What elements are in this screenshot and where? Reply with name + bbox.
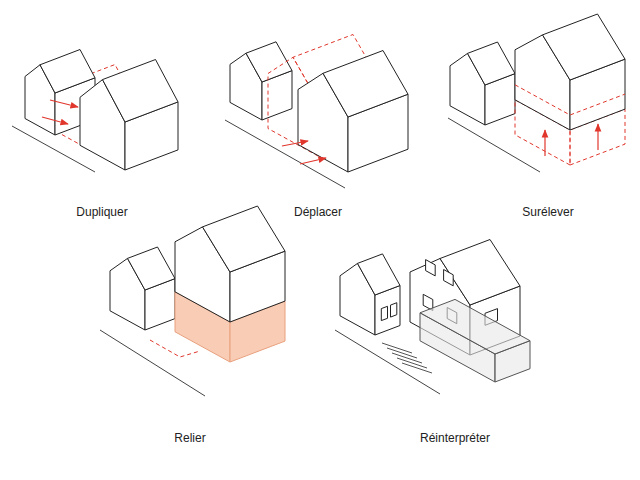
house (203, 206, 286, 272)
house (543, 14, 626, 80)
house (246, 42, 292, 82)
window (391, 303, 397, 317)
house (128, 247, 176, 290)
window (444, 270, 454, 286)
house (440, 240, 520, 306)
red-arrow (282, 141, 308, 146)
window (426, 260, 436, 276)
stair-step (402, 363, 432, 373)
house (103, 60, 179, 123)
house (468, 42, 516, 85)
house (40, 50, 95, 94)
caption-label: Surélever (522, 205, 573, 219)
house (323, 51, 408, 118)
caption-label: Relier (174, 431, 205, 445)
former-roofline (515, 85, 625, 115)
link-path (150, 340, 200, 357)
ground-line (448, 118, 540, 172)
red-arrow (42, 117, 68, 124)
red-arrow (544, 130, 545, 156)
red-arrow (50, 100, 78, 107)
red-arrow (300, 158, 326, 164)
red-arrow (597, 124, 598, 150)
annex-block (420, 299, 530, 354)
house (358, 254, 401, 295)
caption-label: Réinterpréter (420, 431, 490, 445)
window (381, 306, 387, 320)
caption-label: Dupliquer (76, 205, 127, 219)
caption-label: Déplacer (294, 205, 342, 219)
